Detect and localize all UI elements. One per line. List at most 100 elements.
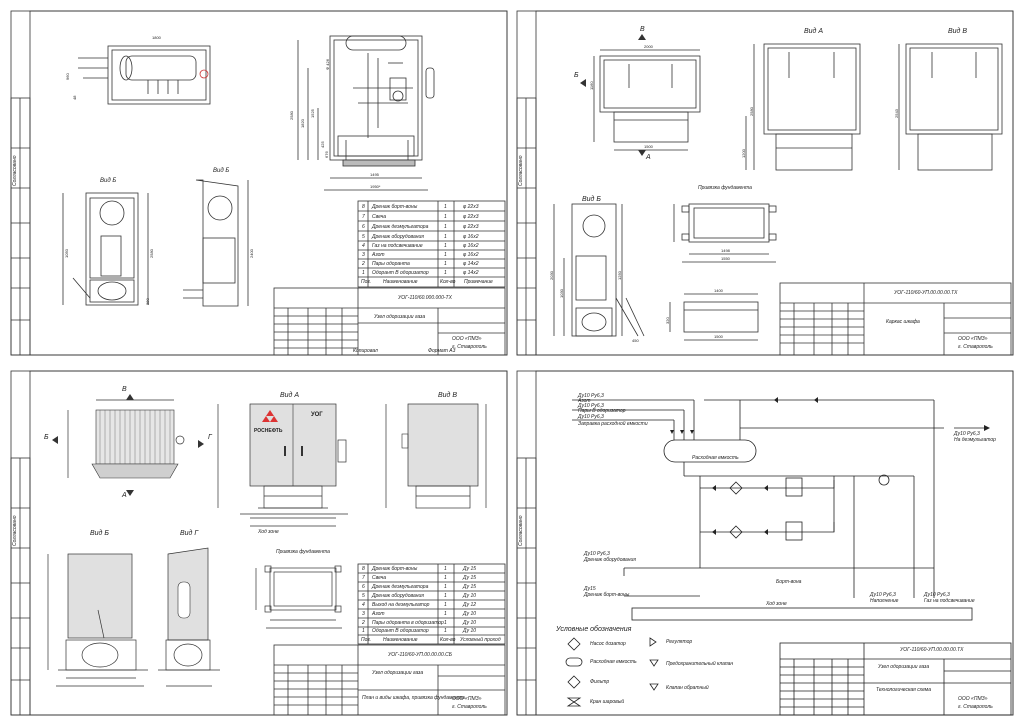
spec1-note-2: φ 14x2 bbox=[463, 261, 479, 267]
sheet1-drawing bbox=[10, 10, 508, 356]
scheme-floor-label: Ход зоне bbox=[766, 601, 787, 607]
spec1-name-5: Дренаж оборудования bbox=[372, 234, 424, 240]
sheet3-view-a-title: Вид А bbox=[280, 392, 300, 399]
spec1-name-2: Пары одоранта bbox=[372, 261, 410, 267]
sheet3-view-g-title: Вид Г bbox=[180, 530, 199, 537]
sheet1-dim-1950: 1950* bbox=[370, 184, 381, 189]
spec1-header-qty: Кол-во bbox=[440, 279, 456, 285]
sheet1-dim-1820: 1820 bbox=[300, 119, 305, 128]
spec3-name-6: Дренаж деэмульгатора bbox=[372, 584, 429, 590]
sheet-frame-drawing: Вид А Вид В Вид Б В Б А 2000 1160 1500 2… bbox=[514, 8, 1016, 358]
spec3-note-6: Ду 15 bbox=[463, 584, 477, 590]
sheet2-city: г. Ставрополь bbox=[958, 344, 993, 350]
spec1-qty-1: 1 bbox=[444, 270, 447, 276]
sheet1-dim-960: 960 bbox=[65, 73, 70, 80]
sheet1-dim-2580: 2580 bbox=[289, 111, 294, 120]
scheme-drain-left1-label: Ду10 Ру6,3 bbox=[584, 551, 610, 557]
spec1-name-8: Дренаж борт-воны bbox=[372, 204, 418, 210]
sheet1-view-b-left-title: Вид Б bbox=[100, 178, 117, 184]
sheet4-company: ООО «ПМЗ» bbox=[958, 696, 988, 702]
spec3-qty-5: 1 bbox=[444, 593, 447, 599]
spec1-qty-3: 1 bbox=[444, 252, 447, 258]
sheet2-side-label: Согласовано bbox=[518, 155, 524, 187]
spec3-pos-5: 5 bbox=[362, 593, 365, 599]
sheet1-title-name: Узел одоризации газа bbox=[374, 314, 426, 320]
spec1-pos-4: 4 bbox=[362, 243, 365, 249]
sheet2-arrow-a: А bbox=[646, 154, 651, 161]
spec1-header-note: Примечание bbox=[464, 279, 493, 285]
sheet2-drawing bbox=[516, 10, 1014, 356]
sheet2-dim-2030: 2030 bbox=[549, 271, 554, 280]
spec1-pos-5: 5 bbox=[362, 234, 365, 240]
spec1-qty-4: 1 bbox=[444, 243, 447, 249]
sheet2-dim-1200: 1200 bbox=[741, 149, 746, 158]
sheet2-dim-1500b: 1500 bbox=[714, 334, 723, 339]
spec3-pos-7: 7 bbox=[362, 575, 365, 581]
spec3-qty-8: 1 bbox=[444, 566, 447, 572]
sheet2-view-v-title: Вид В bbox=[948, 28, 968, 35]
spec1-header-name: Наименование bbox=[383, 279, 418, 285]
scheme-input-2-sub: Пары В одоризатор bbox=[578, 408, 626, 414]
scheme-input-1-label: Ду10 Ру6,3 bbox=[578, 393, 604, 399]
sheet1-dim-phi426: Φ 426 bbox=[325, 59, 330, 70]
spec1-qty-7: 1 bbox=[444, 214, 447, 220]
scheme-drain-left2-label: Ду15 bbox=[584, 586, 596, 592]
spec1-qty-5: 1 bbox=[444, 234, 447, 240]
sheet3-company: ООО «ПМЗ» bbox=[452, 696, 482, 702]
spec1-qty-2: 1 bbox=[444, 261, 447, 267]
spec3-pos-8: 8 bbox=[362, 566, 365, 572]
spec3-note-1: Ду 10 bbox=[463, 628, 477, 634]
sheet4-drawing bbox=[516, 370, 1014, 716]
sheet3-foundation-label: Привязка фундамента bbox=[276, 549, 330, 555]
scheme-legend-title: Условные обозначения bbox=[556, 626, 632, 633]
sheet2-dim-1400: 1400 bbox=[714, 288, 723, 293]
spec1-qty-8: 1 bbox=[444, 204, 447, 210]
scheme-out-right-sub: На деэмульгатор bbox=[954, 437, 996, 443]
sheet3-city: г. Ставрополь bbox=[452, 704, 487, 710]
spec3-name-7: Свеча bbox=[372, 575, 386, 581]
sheet3-title-name: Узел одоризации газа bbox=[372, 670, 424, 676]
spec1-name-3: Азот bbox=[372, 252, 385, 258]
spec3-header-name: Наименование bbox=[383, 637, 418, 643]
legend-item-check-valve: Клапан обратный bbox=[666, 685, 709, 691]
scheme-drain-right1-sub: Наполнение bbox=[870, 598, 899, 604]
sheet-process-scheme: Ду10 Ру6,3 Азот Ду10 Ру6,3 Пары В одориз… bbox=[514, 368, 1016, 718]
spec3-name-1: Одорант В одоризатор bbox=[372, 628, 429, 634]
sheet3-title-sub: План и виды шкафа, привязка фундамента bbox=[362, 695, 465, 701]
sheet1-dim-1525: 1525 bbox=[310, 109, 315, 118]
sheet3-floor-label: Ход зоне bbox=[258, 529, 279, 535]
spec3-name-2: Пары одоранта в одоризатор bbox=[372, 620, 444, 626]
spec3-header-note: Условный проход bbox=[460, 637, 501, 643]
sheet3-side-label: Согласовано bbox=[12, 515, 18, 547]
spec3-name-4: Выход на деэмульгатор bbox=[372, 602, 430, 608]
sheet2-dim-1250: 1250 bbox=[617, 271, 622, 280]
sheet4-title-name: Узел одоризации газа bbox=[878, 664, 930, 670]
scheme-drain-right2-sub: Газ на подсвечивание bbox=[924, 598, 975, 604]
sheet2-dim-2543: 2543 bbox=[894, 109, 899, 118]
spec3-qty-7: 1 bbox=[444, 575, 447, 581]
spec3-note-3: Ду 10 bbox=[463, 611, 477, 617]
sheet2-dim-1160: 1160 bbox=[589, 81, 594, 90]
scheme-input-3-sub: Заправка расходной емкости bbox=[578, 421, 648, 427]
spec3-header-pos: Поз. bbox=[361, 637, 372, 643]
spec3-header-qty: Кол-во bbox=[440, 637, 456, 643]
sheet3-logo-text: РОСНЕФТЬ bbox=[254, 428, 283, 434]
sheet1-footer-right: Формат А3 bbox=[428, 348, 456, 354]
sheet-assembly-drawing: Вид Б Вид Б 1800 960 48 2580 1820 1525 4… bbox=[8, 8, 510, 358]
sheet2-arrow-b: Б bbox=[574, 72, 579, 79]
sheet2-title-code: УОГ-110/60-УП.00.00.00.ТХ bbox=[894, 290, 958, 296]
scheme-drain-right1-label: Ду10 Ру6,3 bbox=[870, 592, 896, 598]
scheme-out-right-label: Ду10 Ру6,3 bbox=[954, 431, 980, 437]
spec3-note-2: Ду 10 bbox=[463, 620, 477, 626]
sheet-cabinet-views: РОСНЕФТЬ УОГ Вид А Вид В Вид Б Вид Г В Б… bbox=[8, 368, 510, 718]
legend-item-regulator: Регулятор bbox=[666, 639, 693, 645]
spec1-pos-1: 1 bbox=[362, 270, 365, 276]
sheet1-dim-676: 676 bbox=[324, 151, 329, 158]
spec3-name-3: Азот bbox=[372, 611, 385, 617]
sheet3-title-code: УОГ-110/60-УП.00.00.00.СБ bbox=[388, 652, 452, 658]
sheet3-arrow-a: А bbox=[122, 492, 127, 499]
spec1-header-pos: Поз. bbox=[361, 279, 372, 285]
sheet2-dim-1030: 1030 bbox=[559, 289, 564, 298]
sheet4-title-code: УОГ-110/60-УП.00.00.00.ТХ bbox=[900, 647, 964, 653]
sheet3-arrow-v: В bbox=[122, 386, 127, 393]
